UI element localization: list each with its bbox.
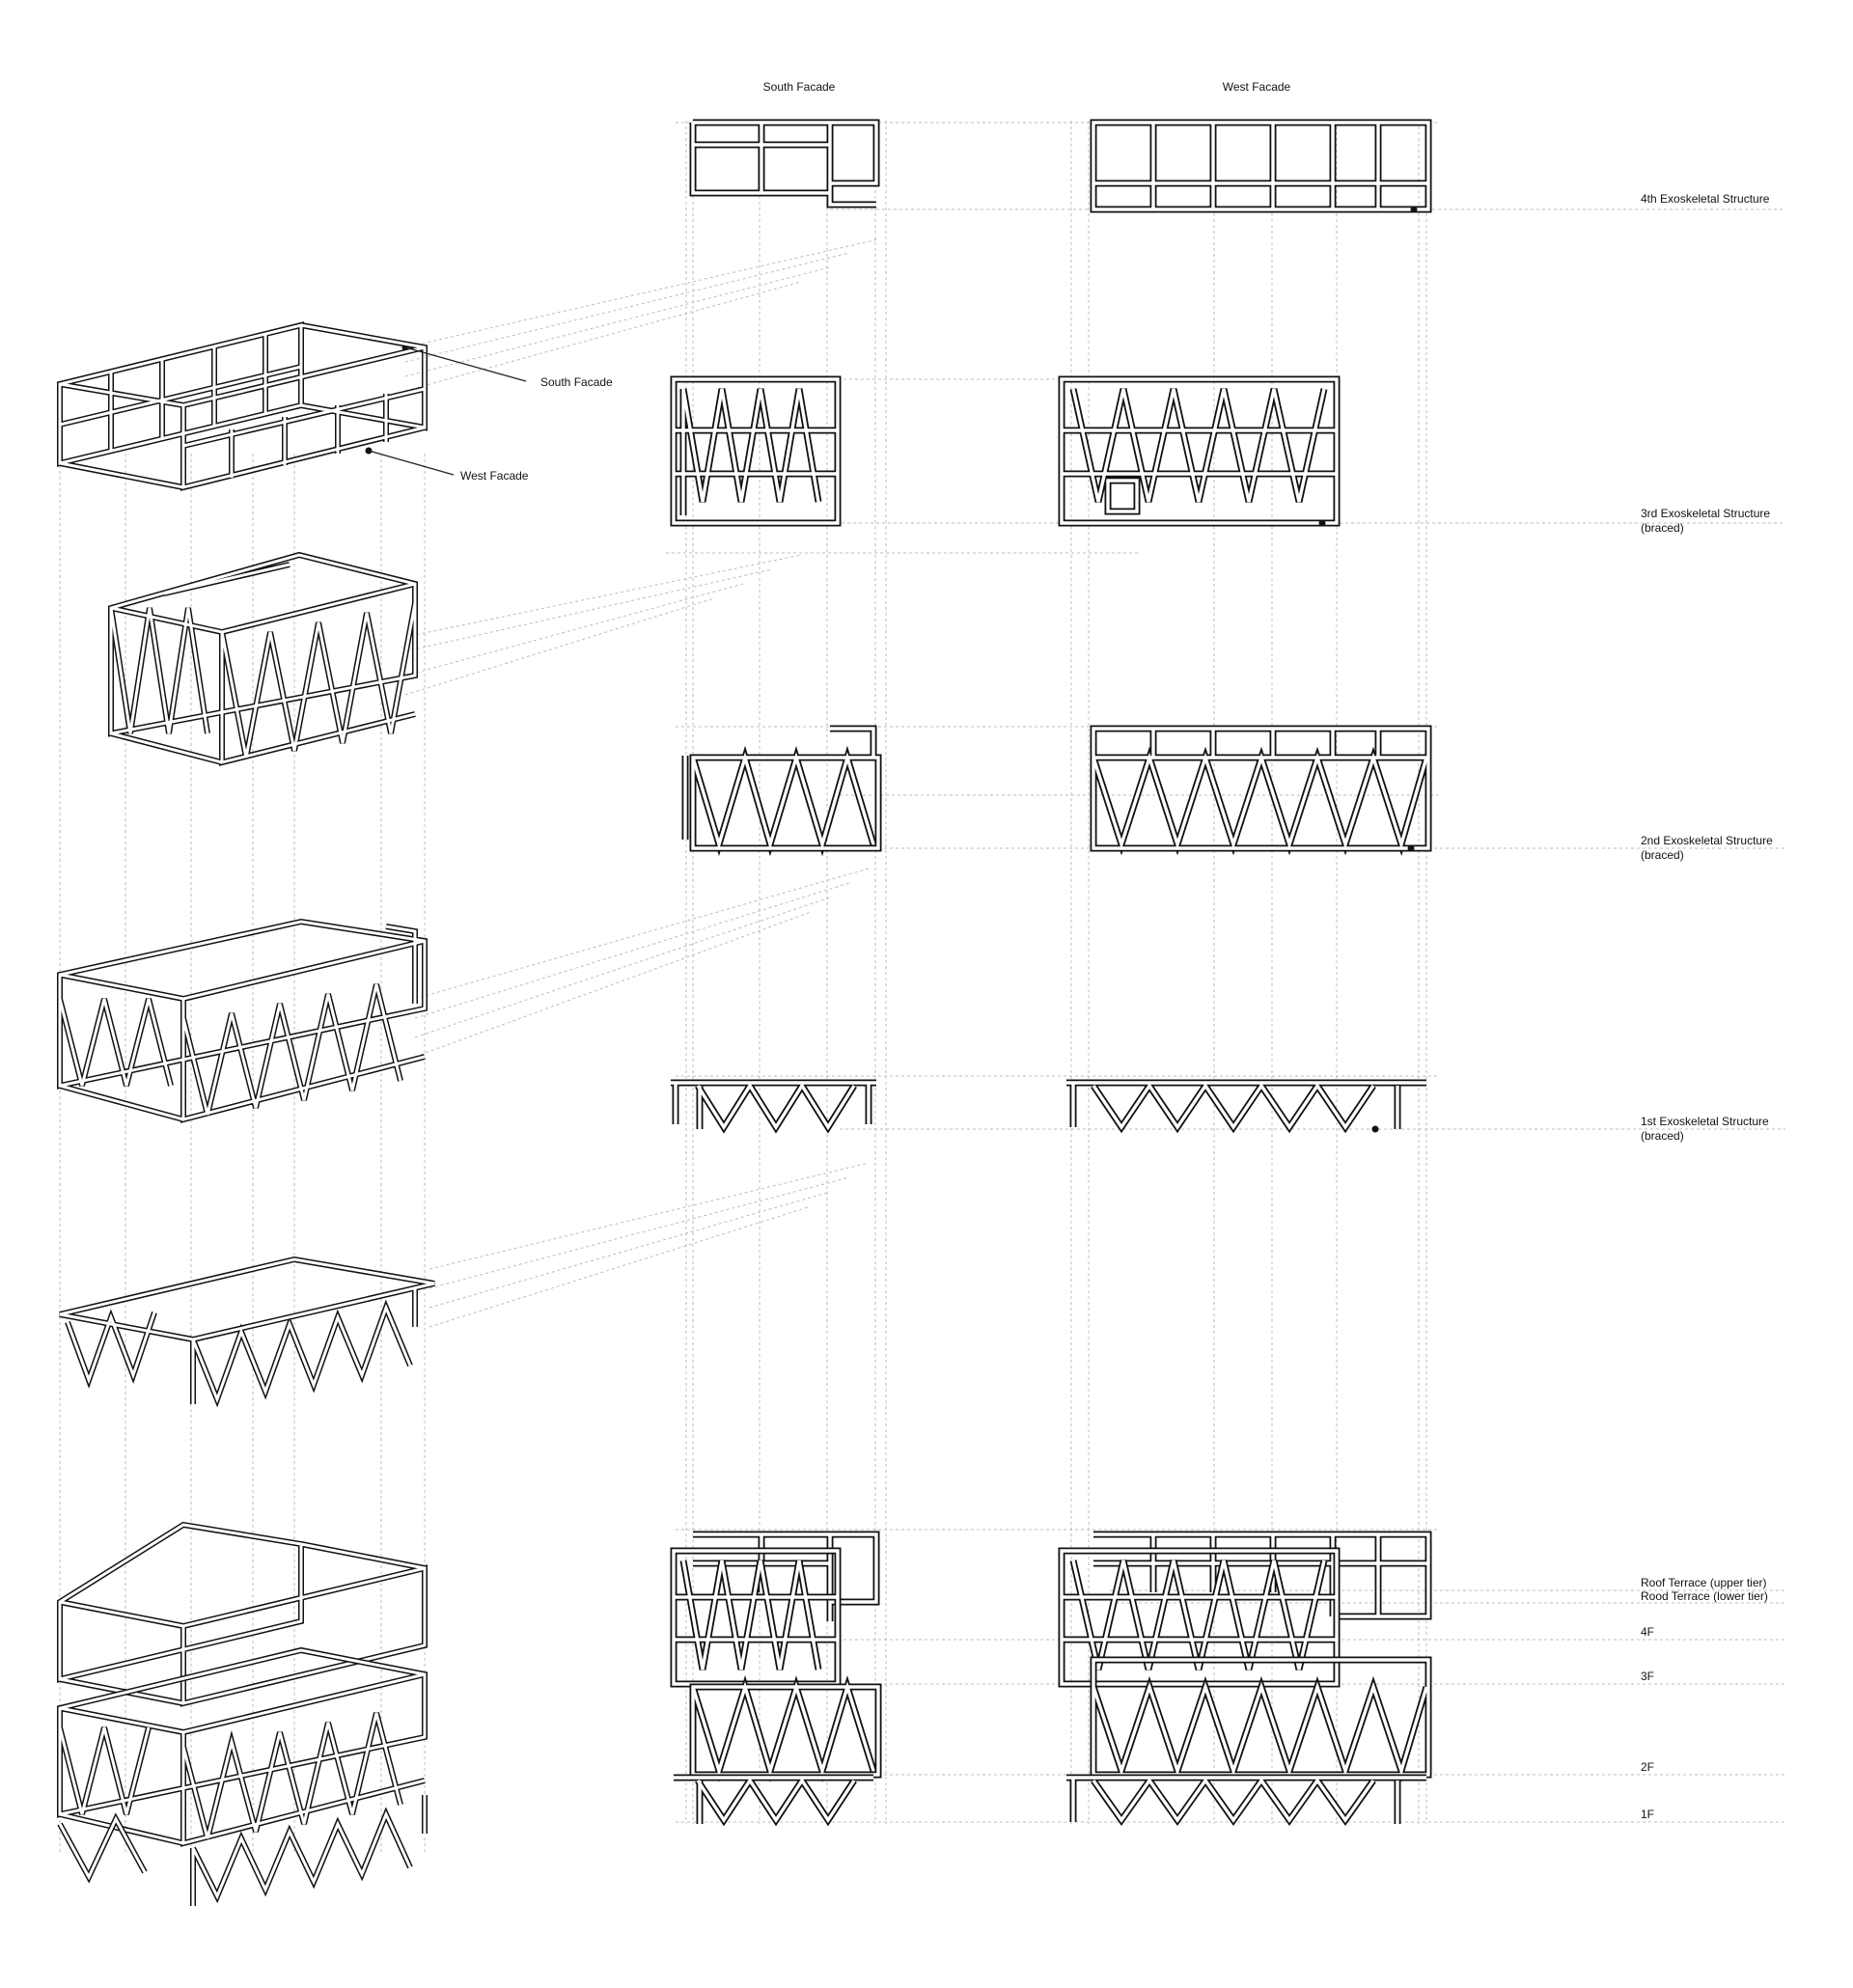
level-labels: Roof Terrace (upper tier) Rood Terrace (…	[1641, 1576, 1768, 1821]
structure-labels: 4th Exoskeletal Structure 3rd Exoskeleta…	[1641, 192, 1773, 1143]
west-facade-2nd-structure	[1090, 725, 1432, 856]
label-3rd-structure: 3rd Exoskeletal Structure	[1641, 507, 1770, 520]
west-facade-full-stack	[1058, 1531, 1432, 1827]
south-facade-leader	[404, 346, 527, 382]
south-facade-2nd-structure	[681, 725, 882, 857]
west-facade-header: West Facade	[1223, 80, 1291, 94]
south-facade-full-stack	[670, 1531, 882, 1827]
label-1st-structure-note: (braced)	[1641, 1129, 1684, 1143]
label-1st-structure: 1st Exoskeletal Structure	[1641, 1115, 1769, 1128]
south-facade-4th-structure	[689, 119, 880, 208]
projection-guides	[59, 121, 1785, 1853]
south-facade-header: South Facade	[763, 80, 836, 94]
west-facade-leader	[368, 450, 455, 476]
west-facade-3rd-structure	[1058, 375, 1341, 527]
iso-south-facade-label: South Facade	[540, 375, 613, 389]
label-3f: 3F	[1641, 1670, 1654, 1683]
label-roof-terrace-lower: Rood Terrace (lower tier)	[1641, 1589, 1768, 1603]
iso-2nd-structure	[57, 918, 428, 1123]
label-4f: 4F	[1641, 1625, 1654, 1639]
south-facade-3rd-structure	[670, 375, 842, 527]
label-roof-terrace-upper: Roof Terrace (upper tier)	[1641, 1576, 1767, 1589]
iso-3rd-structure	[108, 551, 418, 766]
label-1f: 1F	[1641, 1808, 1654, 1821]
iso-1st-structure	[59, 1256, 435, 1408]
south-facade-1st-structure	[671, 1079, 876, 1134]
west-facade-4th-structure	[1090, 119, 1432, 213]
iso-full-stack	[57, 1521, 428, 1906]
label-2nd-structure: 2nd Exoskeletal Structure	[1641, 834, 1773, 847]
label-3rd-structure-note: (braced)	[1641, 521, 1684, 535]
west-facade-1st-structure	[1066, 1079, 1426, 1134]
label-4th-structure: 4th Exoskeletal Structure	[1641, 192, 1770, 206]
label-2nd-structure-note: (braced)	[1641, 848, 1684, 862]
iso-west-facade-label: West Facade	[460, 469, 529, 483]
label-2f: 2F	[1641, 1760, 1654, 1774]
iso-4th-structure	[57, 321, 428, 491]
callout-dots	[365, 206, 1418, 1133]
